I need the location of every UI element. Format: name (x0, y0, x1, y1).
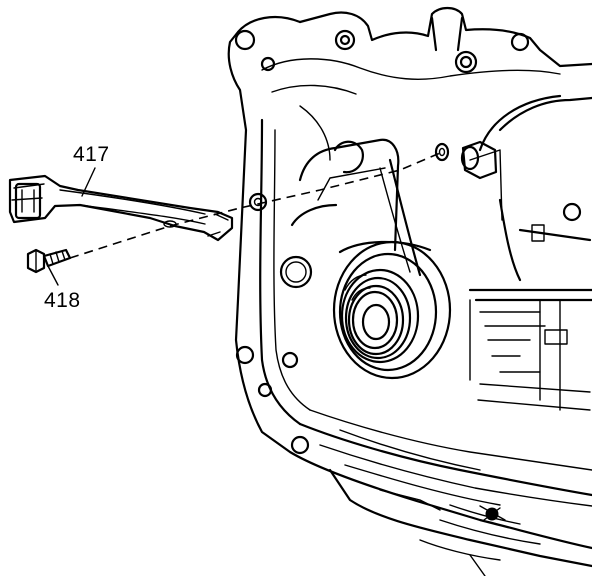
leader-line-417 (81, 167, 96, 197)
transmission-case (227, 6, 592, 577)
leader-line-418 (47, 265, 59, 286)
pin-bushing (333, 140, 498, 180)
valve-body-ribs (468, 94, 592, 411)
bracket-417 (8, 174, 234, 242)
assembly-alignment-line (69, 152, 441, 259)
callout-417: 417 (73, 143, 110, 166)
shaft-seal (332, 240, 452, 380)
callout-418: 418 (44, 289, 81, 312)
